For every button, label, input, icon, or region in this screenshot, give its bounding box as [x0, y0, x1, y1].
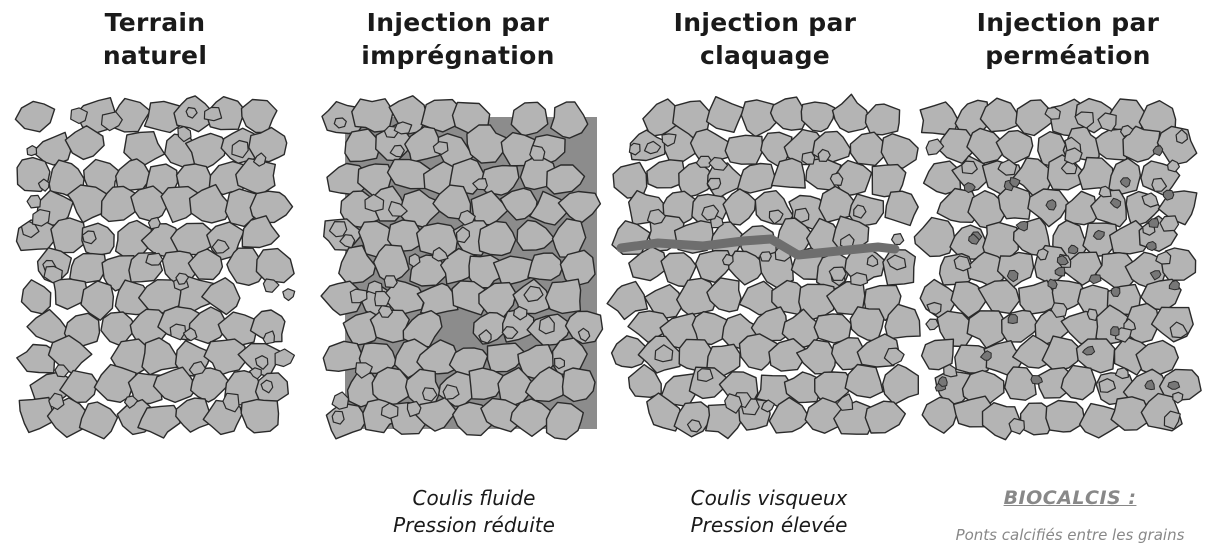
panel-claquage	[607, 94, 920, 438]
small-grain	[283, 289, 295, 301]
grain	[546, 279, 581, 313]
small-grain	[394, 122, 411, 134]
small-grain	[927, 303, 941, 315]
grain	[801, 102, 834, 132]
small-grain	[27, 146, 37, 156]
small-grain	[1160, 216, 1179, 231]
grain	[250, 191, 292, 222]
grain	[922, 397, 959, 433]
grain	[833, 94, 871, 132]
grain	[850, 132, 883, 165]
small-grain	[802, 152, 815, 164]
small-grain	[275, 349, 294, 367]
grain	[1005, 367, 1036, 400]
grain	[551, 102, 588, 138]
small-grain	[555, 358, 565, 369]
grain	[176, 398, 210, 432]
grain	[241, 400, 278, 433]
title-injection-permeation: Injection parperméation	[918, 6, 1207, 72]
grain	[80, 402, 118, 439]
small-grain	[71, 108, 88, 124]
grain	[950, 225, 986, 259]
small-grain	[944, 365, 957, 377]
small-grain	[204, 107, 221, 120]
caption-impregnation: Coulis fluidePression réduite	[324, 485, 624, 539]
small-grain	[698, 369, 713, 382]
grain	[352, 99, 393, 132]
grain	[1046, 401, 1085, 432]
calcified-bridge	[1146, 242, 1156, 251]
panel-terrain-naturel	[15, 96, 294, 439]
calcified-bridge	[1111, 327, 1119, 336]
panel-permeation	[914, 98, 1201, 440]
grain	[883, 364, 919, 404]
grain	[1078, 158, 1113, 192]
small-grain	[27, 195, 40, 208]
small-grain	[892, 234, 904, 245]
grain	[1157, 126, 1196, 165]
grain	[1109, 158, 1141, 194]
biocalcis-label: BIOCALCIS :	[920, 485, 1207, 512]
small-grain	[760, 252, 771, 261]
grain	[256, 249, 294, 283]
calcified-bridge	[1149, 219, 1159, 228]
title-injection-claquage: Injection parclaquage	[615, 6, 915, 72]
caption-biocalcis: BIOCALCIS : Ponts calcifiés entre les gr…	[920, 485, 1207, 549]
small-grain	[629, 143, 640, 155]
grain	[723, 189, 756, 225]
grain	[885, 191, 918, 225]
grain	[865, 401, 905, 433]
small-grain	[1087, 309, 1097, 320]
grain	[68, 185, 107, 223]
grain	[881, 134, 918, 168]
grain	[914, 218, 954, 257]
grain	[725, 135, 762, 164]
grain	[116, 159, 150, 190]
small-grain	[332, 411, 344, 424]
grain	[249, 128, 287, 162]
grain	[51, 218, 85, 253]
grain	[70, 254, 107, 284]
grain	[15, 101, 54, 131]
small-grain	[350, 289, 367, 303]
panel-impregnation	[321, 96, 602, 440]
small-grain	[926, 319, 939, 330]
grain	[547, 402, 584, 439]
calcified-bridge	[1008, 315, 1017, 324]
small-grain	[530, 146, 545, 161]
grain	[142, 338, 178, 375]
grain	[22, 280, 51, 314]
grain	[998, 187, 1031, 220]
grain	[866, 104, 900, 135]
grain	[528, 253, 562, 280]
calcified-bridge	[1111, 287, 1120, 296]
calcified-bridge	[1089, 275, 1101, 284]
title-terrain-naturel: Terrainnaturel	[5, 6, 305, 72]
caption-claquage: Coulis visqueuxPression élevée	[619, 485, 919, 539]
small-grain	[954, 256, 971, 271]
small-grain	[384, 276, 397, 288]
grain	[738, 164, 776, 194]
small-grain	[1156, 252, 1171, 265]
grain	[707, 97, 745, 133]
grain	[691, 129, 731, 162]
small-grain	[146, 253, 163, 265]
small-grain	[851, 273, 868, 286]
calcified-bridge	[1168, 381, 1180, 389]
